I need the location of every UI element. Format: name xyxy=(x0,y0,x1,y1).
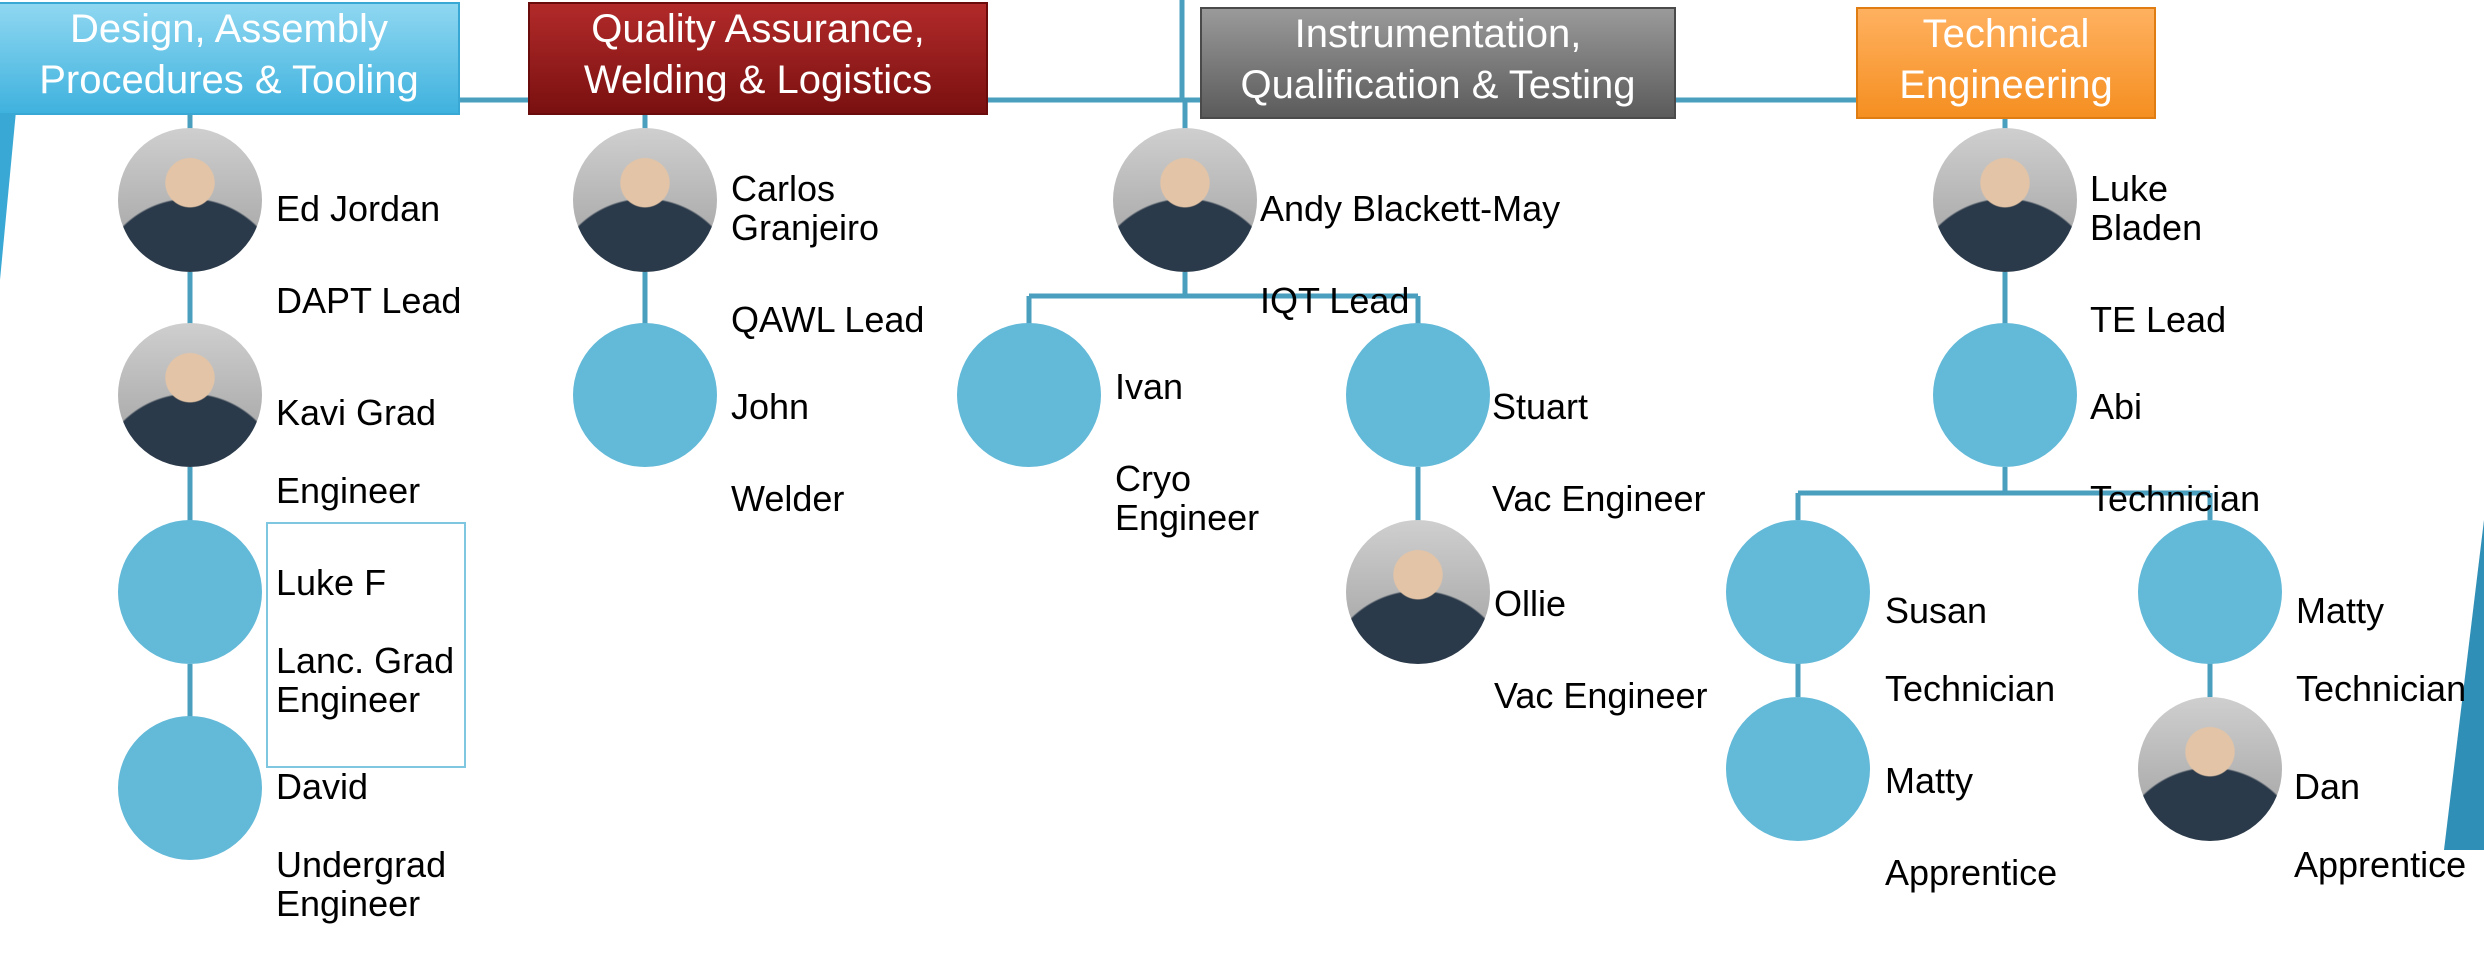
person-label-carlos: Carlos Granjeiro QAWL Lead xyxy=(731,130,924,378)
person-role: QAWL Lead xyxy=(731,299,925,340)
person-name: Ed Jordan xyxy=(276,188,441,229)
person-label-luke-bladen: Luke Bladen TE Lead xyxy=(2090,130,2226,378)
person-name: Dan xyxy=(2294,766,2361,807)
avatar-luke-bladen xyxy=(1933,128,2077,272)
header-te-line2: Engineering xyxy=(1899,63,2113,107)
header-te-line1: Technical xyxy=(1922,12,2090,56)
avatar-stuart xyxy=(1346,323,1490,467)
org-chart: Design, Assembly Procedures & Tooling Qu… xyxy=(0,0,2484,923)
person-label-david: David Undergrad Engineer xyxy=(276,728,446,962)
person-role: Technician xyxy=(2090,478,2261,519)
avatar-john xyxy=(573,323,717,467)
person-role: Technician xyxy=(1885,668,2056,709)
person-name: Susan xyxy=(1885,590,1988,631)
person-role: Engineer xyxy=(276,470,421,511)
corner-decoration-right xyxy=(2444,520,2484,850)
person-label-matty-apprentice: Matty Apprentice xyxy=(1885,722,2057,931)
avatar-abi xyxy=(1933,323,2077,467)
person-name: Ivan xyxy=(1115,366,1184,407)
person-label-john: John Welder xyxy=(731,348,844,557)
person-name: Matty xyxy=(2296,590,2385,631)
header-qawl-line2: Welding & Logistics xyxy=(583,58,933,102)
person-role: DAPT Lead xyxy=(276,280,462,321)
person-name: Matty xyxy=(1885,760,1974,801)
person-label-stuart: Stuart Vac Engineer xyxy=(1492,348,1705,557)
person-label-ed: Ed Jordan DAPT Lead xyxy=(276,150,461,359)
person-role: Undergrad Engineer xyxy=(276,844,447,924)
person-role: Welder xyxy=(731,478,845,519)
person-name: Abi xyxy=(2090,386,2143,427)
header-dapt-line1: Design, Assembly xyxy=(70,7,388,51)
corner-decoration-left xyxy=(0,90,18,280)
person-name: Luke Bladen xyxy=(2090,168,2203,248)
person-label-kavi: Kavi Grad Engineer xyxy=(276,354,436,549)
header-qawl-line1: Quality Assurance, xyxy=(591,7,925,51)
person-role: Vac Engineer xyxy=(1492,478,1706,519)
avatar-luke-f xyxy=(118,520,262,664)
avatar-andy xyxy=(1113,128,1257,272)
person-label-ivan: Ivan Cryo Engineer xyxy=(1115,328,1259,576)
header-iqt-line1: Instrumentation, xyxy=(1294,12,1582,56)
person-name: David xyxy=(276,766,369,807)
person-name: Carlos Granjeiro xyxy=(731,168,880,248)
person-role: Apprentice xyxy=(1885,852,2058,893)
person-role: Apprentice xyxy=(2294,844,2467,885)
header-te: Technical Engineering xyxy=(1856,7,2156,119)
person-role: Technician xyxy=(2296,668,2467,709)
person-name: Luke F xyxy=(276,562,387,603)
avatar-kavi xyxy=(118,323,262,467)
header-iqt-line2: Qualification & Testing xyxy=(1240,63,1636,107)
header-dapt: Design, Assembly Procedures & Tooling xyxy=(0,2,460,115)
person-name: Andy Blackett-May xyxy=(1260,188,1561,229)
header-dapt-line2: Procedures & Tooling xyxy=(39,58,419,102)
person-label-dan: Dan Apprentice xyxy=(2294,728,2466,923)
person-role: Vac Engineer xyxy=(1494,675,1708,716)
avatar-susan xyxy=(1726,520,1870,664)
avatar-dan xyxy=(2138,697,2282,841)
person-name: Kavi Grad xyxy=(276,392,437,433)
avatar-david xyxy=(118,716,262,860)
avatar-carlos xyxy=(573,128,717,272)
person-name: Stuart xyxy=(1492,386,1589,427)
avatar-ollie xyxy=(1346,520,1490,664)
header-qawl: Quality Assurance, Welding & Logistics xyxy=(528,2,988,115)
person-label-susan: Susan Technician xyxy=(1885,552,2055,747)
header-iqt: Instrumentation, Qualification & Testing xyxy=(1200,7,1676,119)
person-label-ollie: Ollie Vac Engineer xyxy=(1494,545,1707,754)
person-label-abi: Abi Technician xyxy=(2090,348,2260,557)
avatar-matty-technician xyxy=(2138,520,2282,664)
avatar-ed-jordan xyxy=(118,128,262,272)
avatar-matty-apprentice xyxy=(1726,697,1870,841)
person-label-luke-f: Luke F Lanc. Grad Engineer xyxy=(266,522,467,768)
person-name: John xyxy=(731,386,810,427)
person-label-matty-technician: Matty Technician xyxy=(2296,552,2466,747)
avatar-ivan xyxy=(957,323,1101,467)
person-role: IQT Lead xyxy=(1260,280,1410,321)
person-role: TE Lead xyxy=(2090,299,2227,340)
person-role: Cryo Engineer xyxy=(1115,458,1260,538)
person-role: Lanc. Grad Engineer xyxy=(276,640,455,720)
person-name: Ollie xyxy=(1494,583,1567,624)
person-label-andy: Andy Blackett-May IQT Lead xyxy=(1260,150,1560,359)
